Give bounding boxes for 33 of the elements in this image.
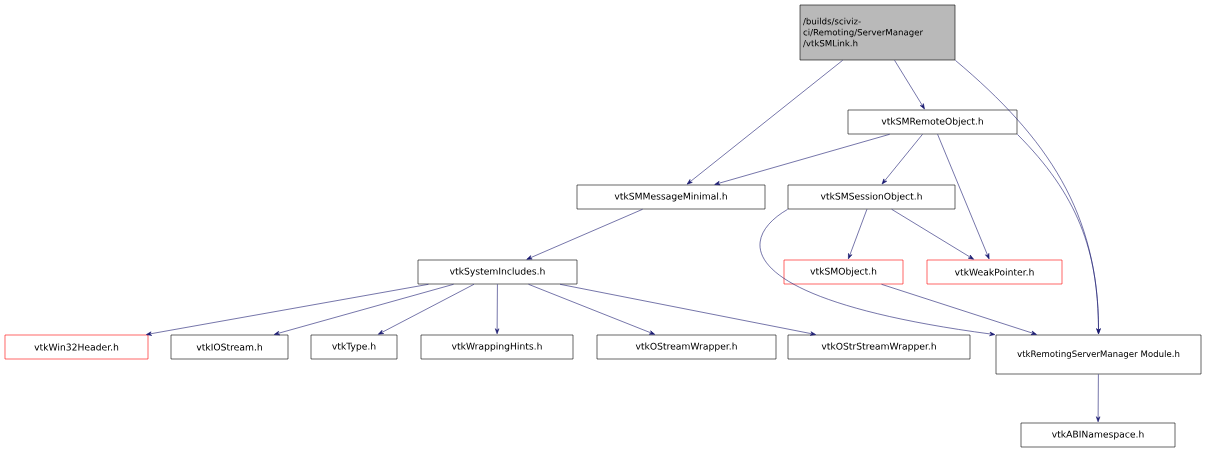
arrow xyxy=(881,284,1037,335)
header-file-box: vtkABINamespace.h xyxy=(1020,422,1176,448)
header-file-box: vtkRemotingServerManager Module.h xyxy=(995,334,1202,375)
header-file-box: vtkSMRemoteObject.h xyxy=(847,109,1018,135)
header-file-box: vtkSystemIncludes.h xyxy=(417,259,578,285)
arrow xyxy=(848,209,868,260)
arrow xyxy=(759,209,996,337)
header-file-box: vtkWin32Header.h xyxy=(4,334,149,360)
header-file-box: vtkSMObject.h xyxy=(783,259,904,285)
header-file-box: vtkWeakPointer.h xyxy=(926,259,1063,285)
arrow xyxy=(495,284,500,335)
arrow xyxy=(881,134,923,185)
header-file-box: vtkOStrStreamWrapper.h xyxy=(787,334,971,360)
header-file-box: vtkIOStream.h xyxy=(170,334,289,360)
arrow xyxy=(273,284,454,336)
header-file-box: vtkWrappingHints.h xyxy=(420,334,574,360)
arrow xyxy=(1096,374,1101,423)
arrow xyxy=(1017,134,1101,335)
header-file-box: vtkSMMessageMinimal.h xyxy=(576,184,766,210)
header-file-box: /builds/sciviz-ci/Remoting/ServerManager /vtkSMLink.h xyxy=(799,4,956,61)
header-file-box: vtkSMSessionObject.h xyxy=(787,184,956,210)
arrow xyxy=(891,209,974,260)
header-file-box: vtkType.h xyxy=(310,334,398,360)
header-file-box: vtkOStreamWrapper.h xyxy=(596,334,777,360)
arrow xyxy=(526,209,643,260)
arrow xyxy=(528,284,655,335)
arrow xyxy=(937,134,990,260)
arrow xyxy=(146,284,429,336)
arrow xyxy=(559,284,816,336)
arrow xyxy=(894,60,925,110)
arrow xyxy=(714,134,890,186)
arrow xyxy=(378,284,475,335)
arrow xyxy=(686,60,843,185)
